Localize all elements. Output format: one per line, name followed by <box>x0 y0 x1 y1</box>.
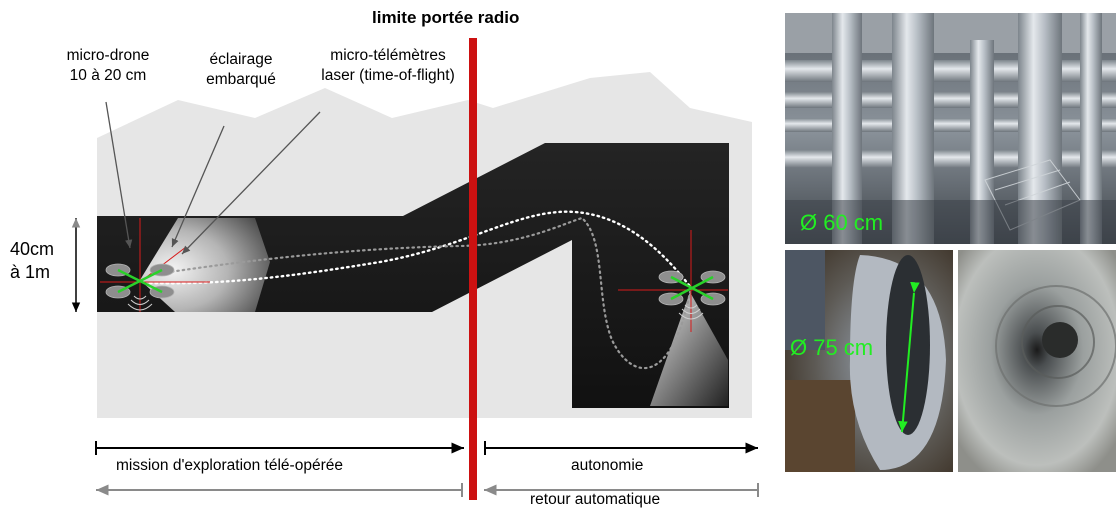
drone-annotation-line: micro-drone <box>66 47 150 64</box>
photo-concrete-tube <box>958 250 1116 472</box>
drone-annotation-line: 10 à 20 cm <box>69 67 147 84</box>
lighting-annotation-line: éclairage <box>209 51 273 68</box>
drone-left <box>100 218 210 312</box>
tunnel <box>97 143 729 408</box>
rangefinder-annotation-line: laser (time-of-flight) <box>321 67 455 84</box>
lighting-annotation-line: embarqué <box>206 71 276 88</box>
lighting-annotation: éclairage embarqué <box>186 50 296 90</box>
dimension-label-line: 40cm <box>10 239 55 259</box>
drone-right <box>618 230 728 332</box>
pipe-diameter-label: Ø 75 cm <box>790 335 874 360</box>
autonomy-phase-label: autonomie <box>571 457 644 474</box>
diameter-arrow <box>898 281 920 433</box>
radio-limit-label: limite portée radio <box>372 8 520 27</box>
return-path <box>148 216 692 370</box>
dimension-label: 40cm à 1m <box>10 238 54 284</box>
radio-limit-line <box>469 38 477 500</box>
teleop-phase-label: mission d'exploration télé-opérée <box>116 457 343 474</box>
rangefinder-annotation-line: micro-télémètres <box>330 47 446 64</box>
dimension-label-line: à 1m <box>10 262 51 282</box>
annotation-leaders <box>105 101 321 255</box>
ducts-diameter-label: Ø 60 cm <box>800 210 884 235</box>
photo-ventilation-ducts <box>785 13 1116 244</box>
light-cone-right <box>650 292 728 406</box>
return-phase-label: retour automatique <box>530 491 661 508</box>
rangefinder-annotation: micro-télémètres laser (time-of-flight) <box>298 46 478 86</box>
photo-cave-pipe <box>785 250 953 472</box>
drone-annotation: micro-drone 10 à 20 cm <box>48 46 168 86</box>
